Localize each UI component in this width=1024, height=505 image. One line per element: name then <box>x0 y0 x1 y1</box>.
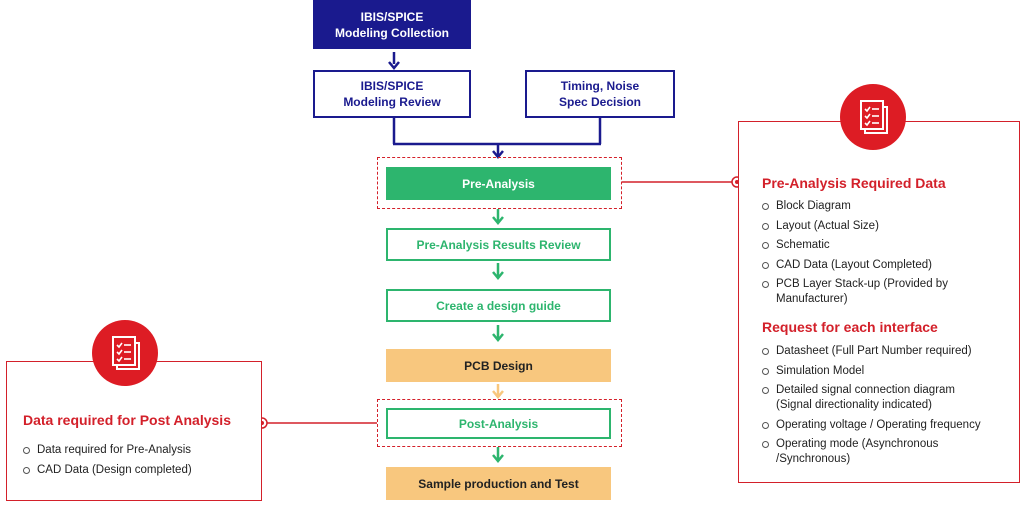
pre-analysis-data-title: Pre-Analysis Required Data <box>762 175 946 191</box>
post-analysis-data-list: Data required for Pre-Analysis CAD Data … <box>23 443 253 482</box>
red-connector-right <box>622 176 743 188</box>
pre-analysis-data-panel: Pre-Analysis Required Data Block Diagram… <box>738 121 1020 483</box>
post-analysis-label: Post-Analysis <box>458 416 539 431</box>
list-item: Operating voltage / Operating frequency <box>762 418 1017 433</box>
list-item: Data required for Pre-Analysis <box>23 443 253 458</box>
list-item: Detailed signal connection diagram (Sign… <box>762 383 981 413</box>
timing-noise-box: Timing, Noise Spec Decision <box>525 70 675 118</box>
sample-production-box: Sample production and Test <box>386 467 611 500</box>
arrow-pcb-to-post <box>492 384 504 399</box>
list-item: CAD Data (Layout Completed) <box>762 258 1012 273</box>
list-item: CAD Data (Design completed) <box>23 463 253 478</box>
pre-analysis-review-label: Pre-Analysis Results Review <box>416 237 581 252</box>
arrow-review-to-guide <box>492 263 504 280</box>
checklist-document-icon <box>92 320 158 386</box>
timing-noise-label: Timing, Noise Spec Decision <box>558 79 642 109</box>
arrow-post-to-sample <box>492 447 504 463</box>
interface-request-list: Datasheet (Full Part Number required) Si… <box>762 344 1017 472</box>
pre-analysis-review-box: Pre-Analysis Results Review <box>386 228 611 261</box>
pre-analysis-box: Pre-Analysis <box>386 167 611 200</box>
list-item: Simulation Model <box>762 364 1017 379</box>
list-item: Operating mode (Asynchronous /Synchronou… <box>762 437 981 467</box>
red-connector-left <box>256 417 377 429</box>
interface-request-title: Request for each interface <box>762 319 938 335</box>
arrow-guide-to-pcb <box>492 325 504 342</box>
arrow-pre-to-review <box>492 209 504 225</box>
checklist-document-icon <box>840 84 906 150</box>
merge-connector <box>392 117 602 159</box>
list-item: Block Diagram <box>762 199 1012 214</box>
pcb-design-label: PCB Design <box>464 358 533 373</box>
sample-production-label: Sample production and Test <box>418 476 579 491</box>
modeling-collection-label: IBIS/SPICE Modeling Collection <box>335 9 449 40</box>
pcb-design-box: PCB Design <box>386 349 611 382</box>
list-item: Layout (Actual Size) <box>762 219 1012 234</box>
arrow-collection-to-review <box>388 52 400 70</box>
post-analysis-box: Post-Analysis <box>386 408 611 439</box>
modeling-collection-box: IBIS/SPICE Modeling Collection <box>313 0 471 49</box>
design-guide-box: Create a design guide <box>386 289 611 322</box>
post-analysis-data-panel: Data required for Post Analysis Data req… <box>6 361 262 501</box>
design-guide-label: Create a design guide <box>436 298 561 313</box>
post-analysis-highlight <box>377 399 622 447</box>
post-analysis-data-title: Data required for Post Analysis <box>23 412 231 428</box>
pre-analysis-data-list: Block Diagram Layout (Actual Size) Schem… <box>762 199 1012 312</box>
list-item: Schematic <box>762 238 1012 253</box>
modeling-review-box: IBIS/SPICE Modeling Review <box>313 70 471 118</box>
modeling-review-label: IBIS/SPICE Modeling Review <box>343 79 441 109</box>
pre-analysis-highlight <box>377 157 622 209</box>
pre-analysis-label: Pre-Analysis <box>462 176 535 191</box>
list-item: PCB Layer Stack-up (Provided by Manufact… <box>762 277 991 307</box>
list-item: Datasheet (Full Part Number required) <box>762 344 1017 359</box>
